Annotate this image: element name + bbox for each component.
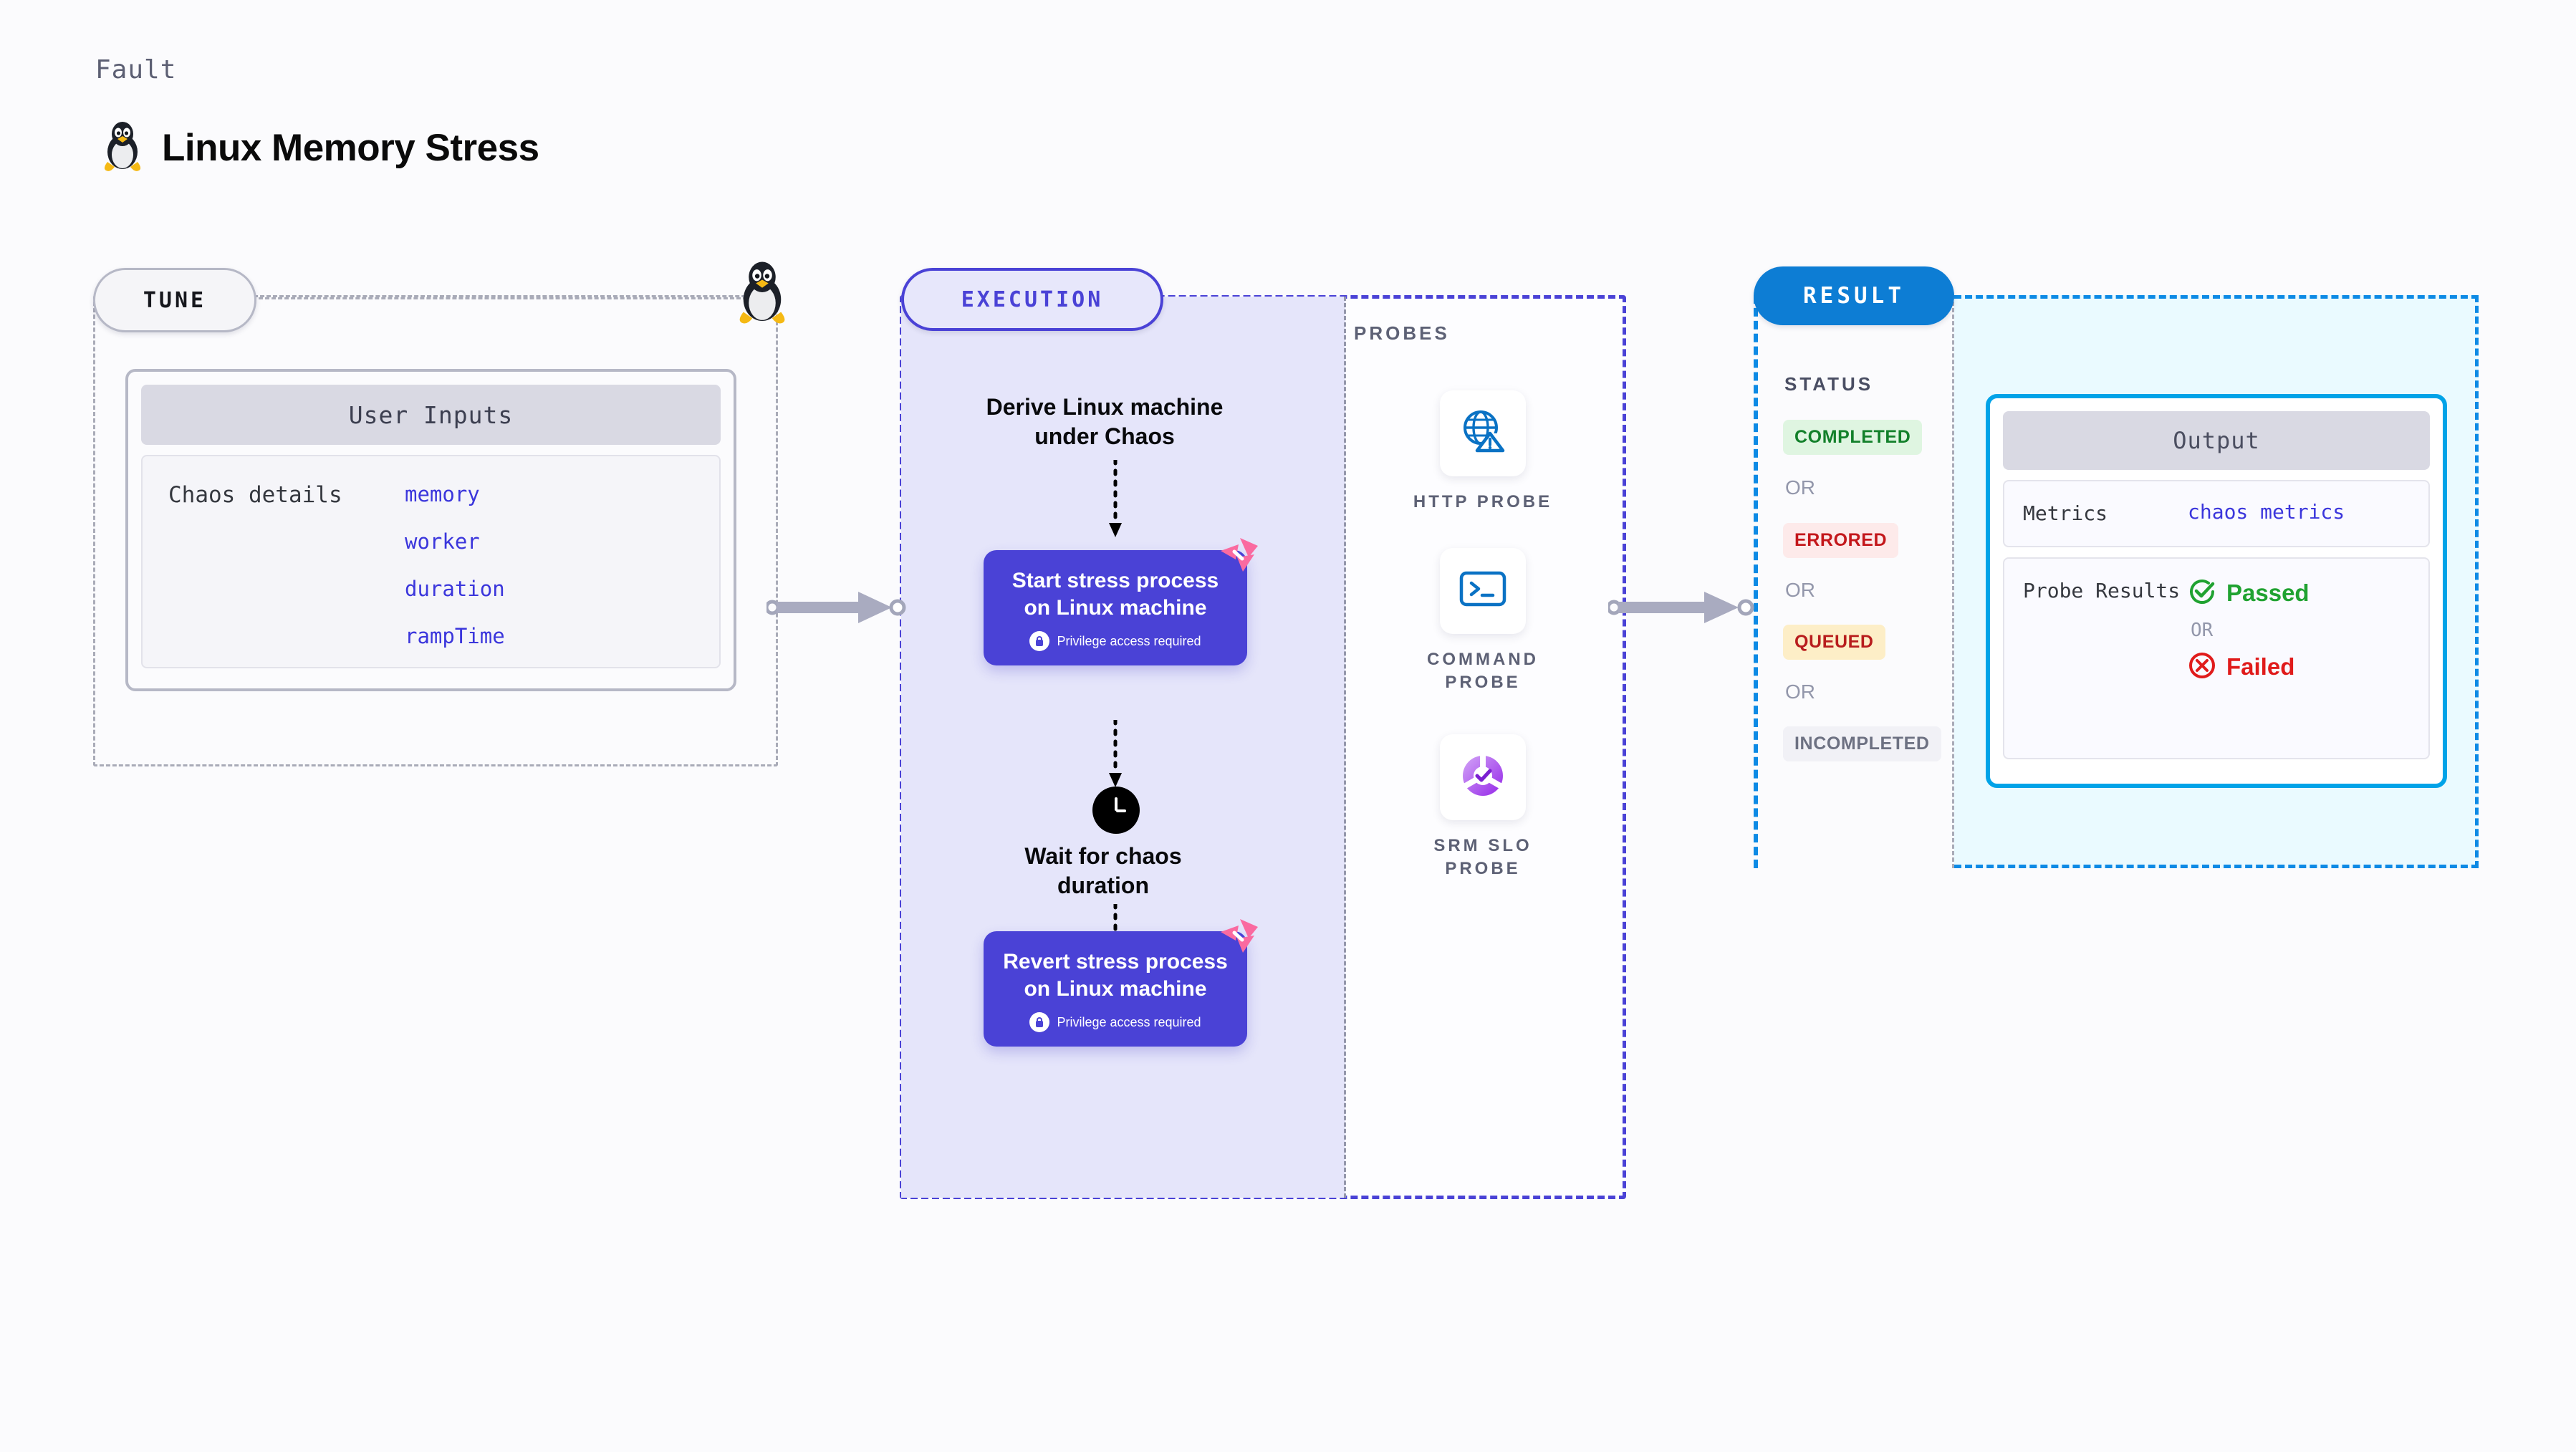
result-status-panel (1754, 295, 1954, 868)
probe-result-failed-text: Failed (2226, 653, 2295, 681)
clock-icon (1092, 787, 1140, 834)
privilege-note-text: Privilege access required (1057, 1014, 1201, 1029)
probe-item-command[interactable]: COMMAND PROBE (1404, 548, 1562, 695)
execution-action-start-stress[interactable]: Start stress process on Linux machine Pr… (984, 538, 1258, 665)
execution-action-revert-stress[interactable]: Revert stress process on Linux machine P… (984, 919, 1258, 1047)
probe-label: HTTP PROBE (1413, 492, 1553, 511)
probe-results-label: Probe Results (2023, 578, 2181, 602)
metrics-value[interactable]: chaos metrics (2188, 500, 2345, 524)
check-circle-icon (2188, 577, 2216, 610)
user-inputs-card-body: Chaos details memory worker duration ram… (141, 455, 721, 668)
tune-to-execution-arrow (764, 586, 910, 633)
chaos-detail-item[interactable]: worker (405, 529, 480, 554)
result-stage-pill[interactable]: RESULT (1754, 266, 1954, 325)
probe-result-passed: Passed (2188, 577, 2310, 610)
execution-action-title: Start stress process on Linux machine (1011, 569, 1219, 620)
status-or-label: OR (1785, 579, 1815, 601)
status-badge-text: QUEUED (1794, 632, 1874, 652)
lock-icon (1029, 631, 1050, 651)
tune-connector-line (252, 297, 754, 299)
status-badge-incompleted: INCOMPLETED (1783, 726, 1941, 761)
probe-label: COMMAND PROBE (1427, 650, 1539, 693)
user-inputs-title: User Inputs (348, 400, 514, 429)
status-badge-errored: ERRORED (1783, 523, 1899, 558)
chaos-detail-item[interactable]: duration (405, 577, 505, 601)
result-stage-label: RESULT (1803, 283, 1905, 309)
chaos-detail-item[interactable]: rampTime (405, 624, 505, 648)
probes-section-label: PROBES (1354, 322, 1450, 344)
probe-tile (1440, 734, 1526, 820)
lock-icon (1029, 1012, 1050, 1032)
tune-panel (93, 295, 778, 766)
harness-logo-icon (1219, 917, 1260, 958)
execution-action-title: Revert stress process on Linux machine (1003, 950, 1228, 1001)
status-badge-text: COMPLETED (1794, 427, 1911, 447)
x-circle-icon (2188, 651, 2216, 683)
execution-step-title: Derive Linux machine under Chaos (986, 394, 1224, 449)
privilege-note-row: Privilege access required (996, 1012, 1234, 1032)
probes-divider (1344, 297, 1346, 1198)
linux-tux-icon (100, 120, 145, 176)
page-title: Linux Memory Stress (162, 127, 539, 169)
status-or-label: OR (1785, 476, 1815, 499)
status-section-label: STATUS (1784, 373, 1874, 395)
execution-stage-label: EXECUTION (961, 287, 1104, 312)
user-inputs-card: User Inputs Chaos details memory worker … (125, 369, 736, 691)
chaos-details-label: Chaos details (168, 482, 342, 508)
probe-label: SRM SLO PROBE (1433, 836, 1532, 879)
output-card-header: Output (2003, 411, 2430, 470)
output-probe-results-row: Probe Results Passed OR (2003, 557, 2430, 759)
linux-tux-icon (732, 260, 792, 324)
probe-result-or-label: OR (2191, 619, 2214, 641)
output-card-title: Output (2173, 427, 2260, 454)
harness-logo-icon (1219, 536, 1260, 577)
chaos-details-value-list: memory worker duration rampTime (405, 482, 505, 667)
status-or-label: OR (1785, 681, 1815, 703)
status-badge-queued: QUEUED (1783, 625, 1885, 660)
privilege-note-text: Privilege access required (1057, 633, 1201, 648)
page-kicker-label: Fault (95, 55, 177, 85)
slo-donut-check-icon (1456, 749, 1509, 806)
privilege-note-row: Privilege access required (996, 631, 1234, 651)
output-metrics-row: Metrics chaos metrics (2003, 480, 2430, 547)
status-badge-text: INCOMPLETED (1794, 734, 1930, 754)
execution-panel-fill (901, 297, 1345, 1198)
execution-to-result-arrow (1606, 586, 1759, 633)
probe-result-passed-text: Passed (2226, 580, 2310, 607)
tune-stage-pill[interactable]: TUNE (93, 268, 256, 332)
probe-tile (1440, 548, 1526, 634)
execution-stage-pill[interactable]: EXECUTION (901, 268, 1163, 331)
output-card: Output Metrics chaos metrics Probe Resul… (1986, 394, 2447, 788)
page-title-row: Linux Memory Stress (100, 120, 539, 176)
tune-stage-label: TUNE (143, 287, 207, 313)
user-inputs-card-header: User Inputs (141, 385, 721, 445)
probe-item-http[interactable]: HTTP PROBE (1404, 390, 1562, 514)
flow-arrow-down-icon (1105, 718, 1126, 792)
terminal-icon (1458, 568, 1508, 615)
probe-tile (1440, 390, 1526, 476)
flow-arrow-down-icon (1105, 458, 1126, 542)
globe-warning-icon (1457, 406, 1509, 461)
probe-result-failed: Failed (2188, 651, 2310, 683)
execution-step-title: Wait for chaos duration (1024, 843, 1182, 898)
status-badge-completed: COMPLETED (1783, 420, 1923, 455)
chaos-detail-item[interactable]: memory (405, 482, 480, 506)
probe-result-outcomes: Passed OR Failed (2188, 577, 2310, 683)
status-badge-text: ERRORED (1794, 530, 1888, 550)
probe-item-srm-slo[interactable]: SRM SLO PROBE (1404, 734, 1562, 881)
metrics-label: Metrics (2023, 501, 2108, 525)
